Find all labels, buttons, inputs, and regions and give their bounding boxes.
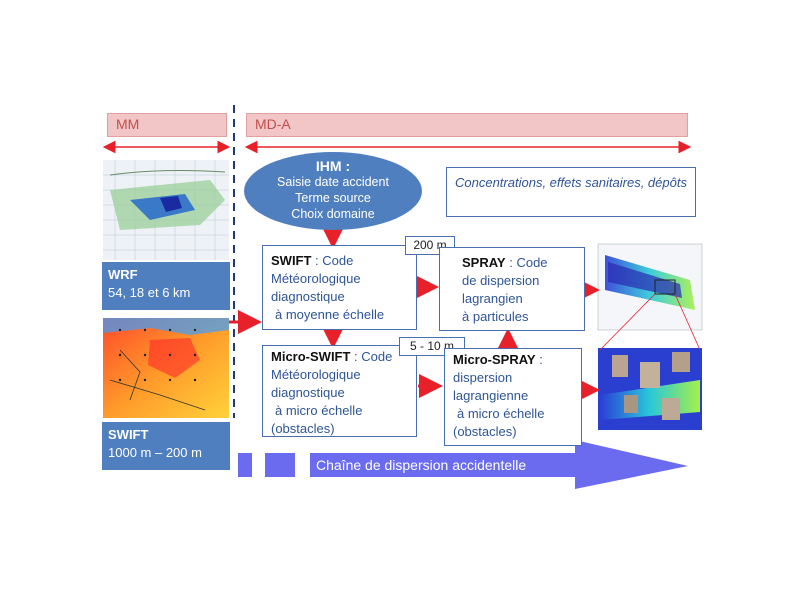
micro-spray-box-line-4: (obstacles) [453,424,517,439]
micro-swift-box-title: Micro-SWIFT [271,349,351,364]
micro-spray-box-line-2: lagrangienne [453,388,529,403]
micro-swift-box-line-4: (obstacles) [271,421,335,436]
mda-band-label: MD-A [255,116,291,132]
micro-swift-box: Micro-SWIFT : Code Météorologique diagno… [262,345,417,437]
spray-box-line-1: de dispersion [462,273,540,288]
wrf-name: WRF [108,267,138,282]
spray-box-line-2: lagrangien [462,291,523,306]
ihm-line-3: Choix domaine [291,207,375,221]
micro-swift-box-line-2: diagnostique [271,385,345,400]
swift-box-title-rest: : Code [311,253,354,268]
swift-box-line-3: à moyenne échelle [275,307,385,322]
zoom-line-1 [599,293,656,351]
mm-band: MM [107,113,227,137]
swift-info-box: SWIFT 1000 m – 200 m [102,422,230,470]
swift-box-title: SWIFT [271,253,312,268]
chain-label: Chaîne de dispersion accidentelle [316,457,527,473]
chain-square-2 [265,453,295,477]
micro-spray-box-title-rest: : [535,352,543,367]
tag-5-10m-label: 5 - 10 m [409,339,454,353]
spray-box-line-3: à particules [462,309,529,324]
ihm-line-2: Terme source [295,191,371,205]
micro-swift-box-line-1: Météorologique [271,367,361,382]
swift-resolution: 1000 m – 200 m [108,445,202,460]
ihm-title: IHM : [315,158,351,174]
micro-spray-box-title: Micro-SPRAY [453,352,536,367]
wrf-terrain-image [103,160,229,260]
mm-band-label: MM [116,116,140,132]
spray-plume-image [597,243,703,331]
swift-box-line-1: Météorologique [271,271,361,286]
micro-spray-box-line-3: à micro échelle [457,406,545,421]
swift-box: SWIFT : Code Météorologique diagnostique… [262,245,417,330]
chain-square-1 [238,453,252,477]
micro-swift-box-line-3: à micro échelle [275,403,363,418]
micro-swift-box-title-rest: : Code [350,349,393,364]
chain-arrow [310,440,688,489]
results-note: Concentrations, effets sanitaires, dépôt… [446,167,696,217]
micro-spray-box: Micro-SPRAY : dispersion lagrangienne à … [444,348,582,446]
swift-box-line-2: diagnostique [271,289,345,304]
swift-name: SWIFT [108,427,149,442]
mda-band: MD-A [246,113,688,137]
wrf-info-box: WRF 54, 18 et 6 km [102,262,230,310]
swift-map-image [103,318,229,418]
ihm-line-1: Saisie date accident [277,175,389,189]
spray-box: SPRAY : Code de dispersion lagrangien à … [439,247,585,331]
spray-box-title-rest: : Code [505,255,548,270]
micro-spray-image [598,348,702,430]
tag-200m-label: 200 m [413,238,447,252]
zoom-line-2 [674,293,701,351]
wrf-resolution: 54, 18 et 6 km [108,285,191,300]
ihm-ellipse: IHM : Saisie date accident Terme source … [244,152,422,230]
results-note-text: Concentrations, effets sanitaires, dépôt… [455,175,687,190]
spray-box-title: SPRAY [462,255,506,270]
micro-spray-box-line-1: dispersion [453,370,513,385]
